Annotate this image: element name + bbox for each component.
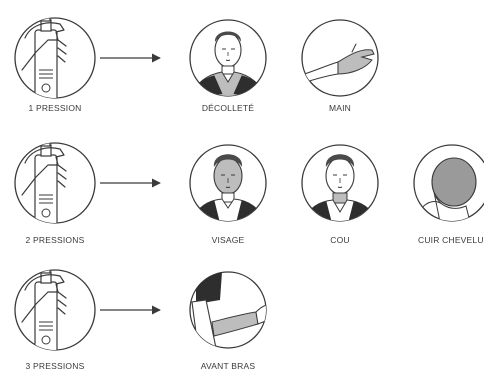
cuir-chevelu-circle — [413, 144, 484, 222]
dose-label-3: 3 PRESSIONS — [25, 361, 85, 371]
area-label-cuir-chevelu: CUIR CHEVELU — [418, 235, 484, 245]
dose-label-1: 1 PRESSION — [28, 103, 82, 113]
cou-circle — [301, 144, 379, 222]
area-label-avant-bras: AVANT BRAS — [200, 361, 256, 371]
area-label-cou: COU — [330, 235, 350, 245]
spray-bottle-hand-icon — [21, 18, 67, 98]
spray-bottle-hand-icon — [21, 143, 67, 223]
area-label-main: MAIN — [328, 103, 352, 113]
visage-circle — [189, 144, 267, 222]
spray-circle-3 — [14, 269, 96, 351]
decollete-circle — [189, 19, 267, 97]
spray-circle-1 — [14, 17, 96, 99]
main-circle — [301, 19, 379, 97]
area-label-decollete: DÉCOLLETÉ — [201, 103, 255, 113]
avant-bras-circle — [189, 271, 267, 349]
dose-label-2: 2 PRESSIONS — [25, 235, 85, 245]
spray-bottle-hand-icon — [21, 270, 67, 350]
spray-circle-2 — [14, 142, 96, 224]
area-label-visage: VISAGE — [211, 235, 245, 245]
